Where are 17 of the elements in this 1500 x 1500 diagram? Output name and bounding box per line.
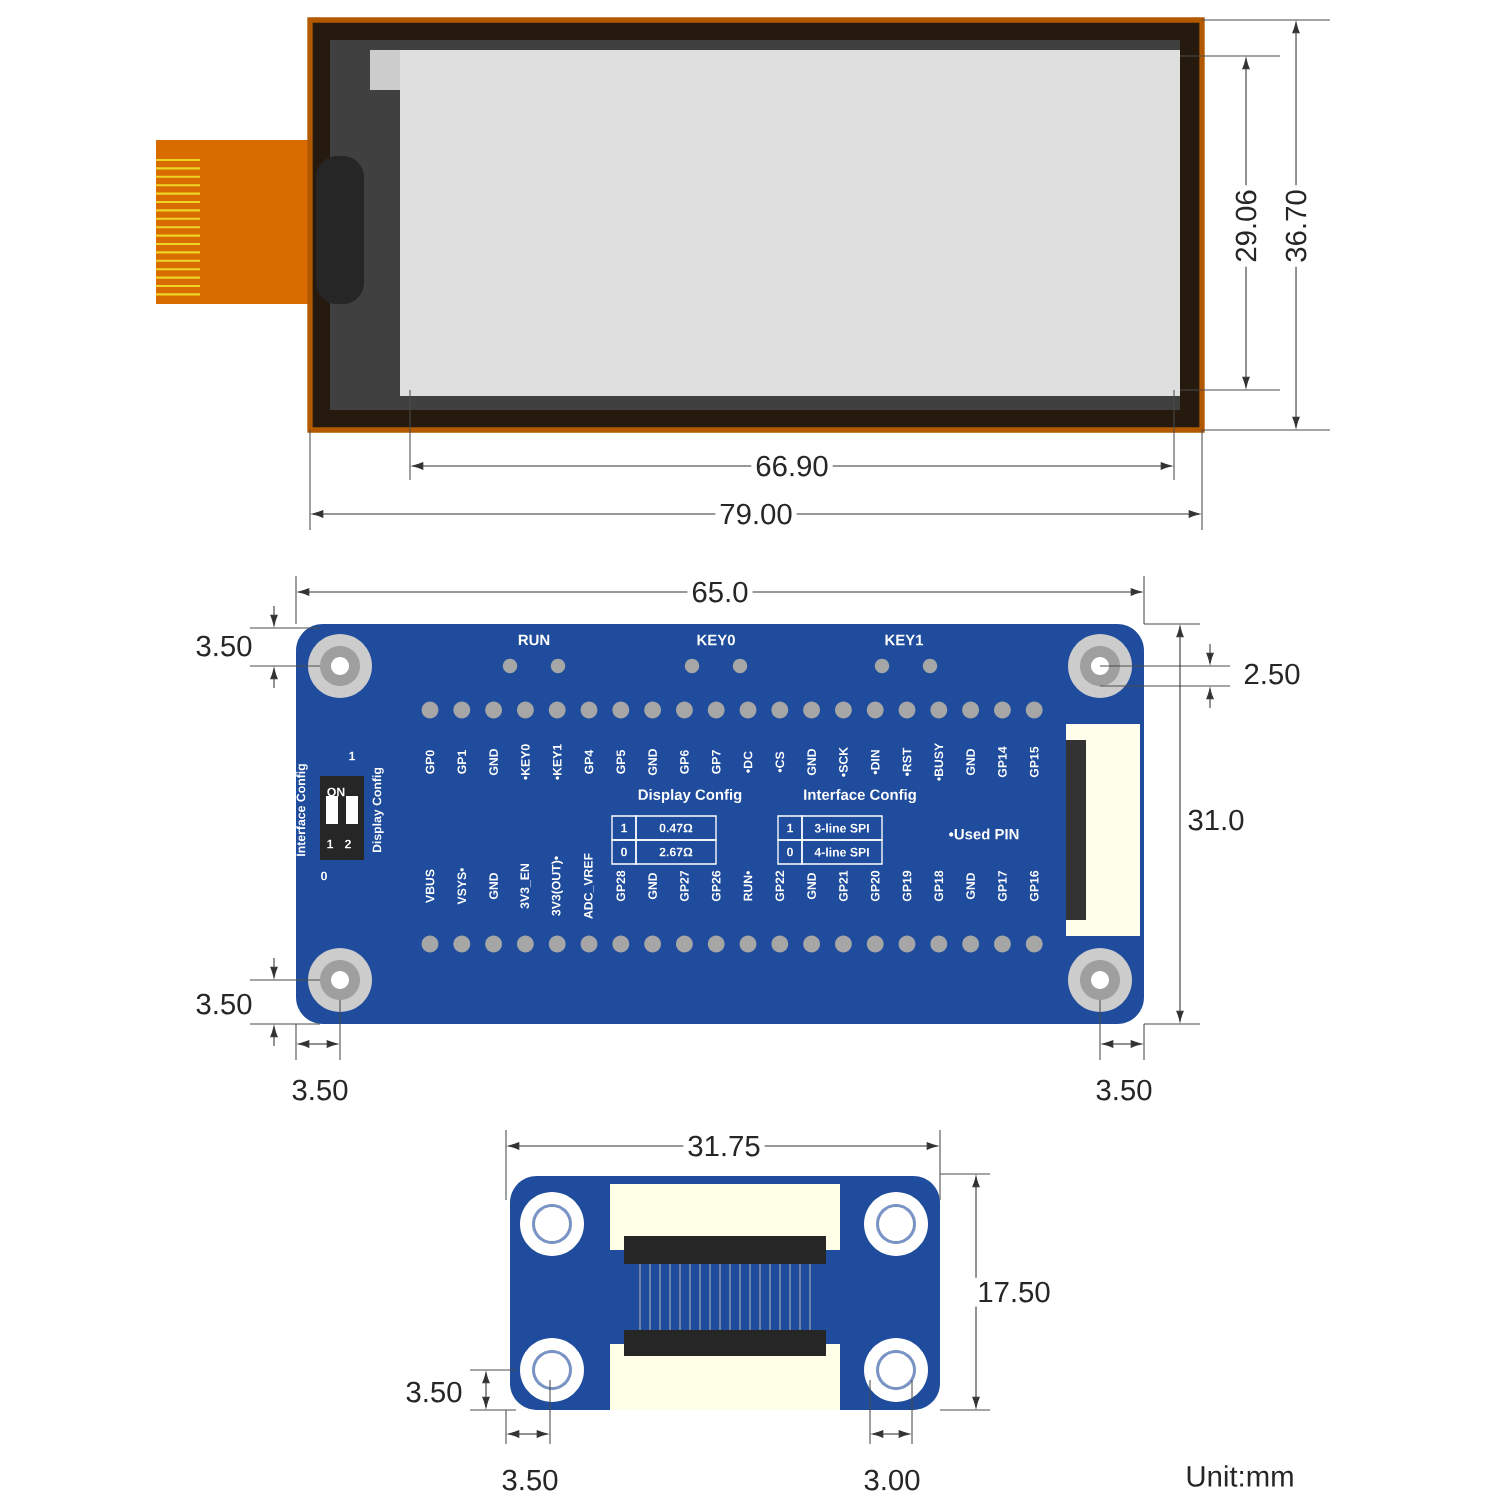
dimension-label: 2.50	[1239, 659, 1305, 689]
dimension-label: 3.50	[191, 631, 257, 661]
dimension-label: 31.0	[1183, 805, 1249, 835]
dimension-label: 17.50	[973, 1277, 1055, 1307]
dimension-label: 3.50	[1091, 1075, 1157, 1105]
dimension-label: 29.06	[1231, 185, 1261, 267]
dimension-label: 3.50	[191, 989, 257, 1019]
dimension-label: 36.70	[1281, 185, 1311, 267]
dimension-label: 31.75	[683, 1131, 765, 1161]
dimension-label: 3.50	[497, 1465, 563, 1495]
dimension-label: 79.00	[715, 499, 797, 529]
unit-label: Unit:mm	[1187, 1465, 1293, 1487]
dimension-label: 66.90	[751, 451, 833, 481]
dimension-label: 3.50	[287, 1075, 353, 1105]
dimension-label: 3.00	[859, 1465, 925, 1495]
dimension-label: 3.50	[401, 1377, 467, 1407]
dimension-label: 65.0	[687, 577, 753, 607]
